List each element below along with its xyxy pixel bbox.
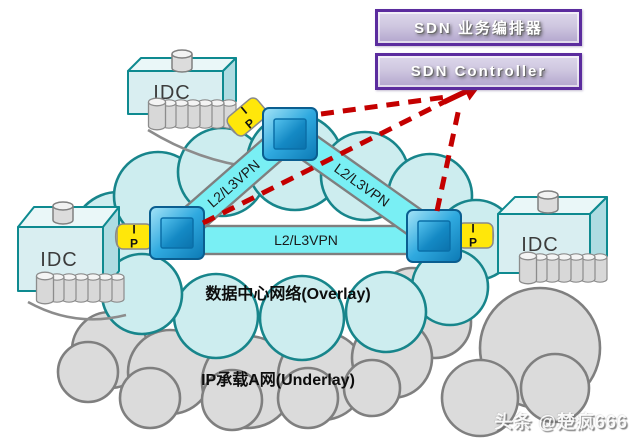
disk-array-right [518, 251, 608, 285]
idc-label-left: IDC [40, 249, 77, 271]
disk-array-top [147, 97, 237, 131]
switch-node-top [262, 107, 318, 161]
port-label-p: P [469, 236, 477, 250]
underlay-cloud-label: IP承载A网(Underlay) [201, 371, 355, 389]
port-label-i: I [132, 223, 135, 237]
port-label-i: I [238, 104, 250, 117]
port-connector-top: I P [226, 97, 268, 137]
overlay-cloud-label: 数据中心网络(Overlay) [205, 284, 370, 303]
watermark: 头条 @楚疯666 [494, 412, 628, 432]
link-bottom-label: L2/L3VPN [274, 232, 338, 248]
switch-node-right [406, 209, 462, 263]
sdn-orchestrator-box: SDN 业务编排器 [375, 9, 582, 46]
idc-box-top: IDC [127, 49, 237, 131]
link-bottom: L2/L3VPN [175, 224, 437, 256]
switch-node-left [149, 206, 205, 260]
sdn-controller-label: SDN Controller [410, 63, 547, 80]
sdn-controller-box: SDN Controller [375, 53, 582, 90]
port-label-i: I [471, 222, 474, 236]
storage-cylinder [52, 201, 74, 225]
idc-label-right: IDC [521, 234, 558, 256]
port-label-p: P [130, 237, 138, 251]
storage-cylinder [537, 190, 559, 214]
control-path-from-left-node [201, 98, 448, 226]
idc-box-left: IDC [17, 201, 125, 305]
port-connector-left: I P [114, 223, 159, 251]
idc-box-right: IDC [497, 190, 608, 285]
sdn-orchestrator-label: SDN 业务编排器 [414, 20, 543, 37]
control-paths [201, 94, 462, 226]
storage-cylinder [171, 49, 193, 73]
control-path-from-right-node [434, 107, 462, 212]
disk-array-left [35, 271, 125, 305]
